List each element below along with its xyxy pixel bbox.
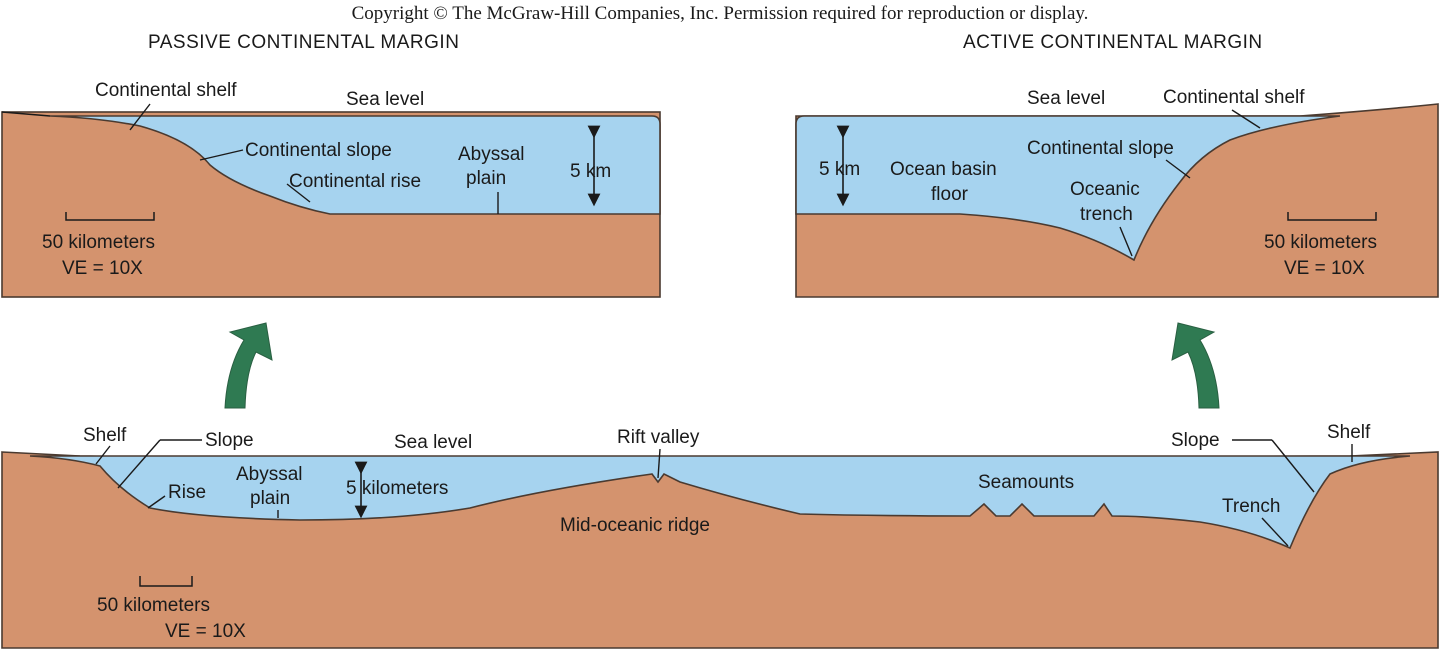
bottom-rift-valley-label: Rift valley (617, 427, 700, 448)
bottom-water (29, 455, 1411, 550)
passive-abyssal-label-1: Abyssal (458, 144, 525, 165)
bottom-scale-label: 50 kilometers (97, 595, 210, 616)
active-depth-label: 5 km (819, 159, 860, 180)
active-title: ACTIVE CONTINENTAL MARGIN (963, 32, 1263, 53)
arrow-up-right-icon (1171, 322, 1220, 409)
bottom-ridge-label: Mid-oceanic ridge (560, 515, 710, 536)
arrow-up-left-icon (224, 322, 273, 409)
passive-sea-level-label: Sea level (346, 89, 424, 110)
bottom-seamounts-label: Seamounts (978, 472, 1074, 493)
ocean-cross-section: Shelf Slope Rise Abyssal plain 5 kilomet… (1, 422, 1439, 649)
active-basin-label-1: Ocean basin (890, 159, 997, 180)
active-trench-label-2: trench (1080, 204, 1133, 225)
passive-title: PASSIVE CONTINENTAL MARGIN (148, 32, 459, 53)
bottom-scale-bar (139, 576, 193, 587)
bottom-shelf-right-label: Shelf (1327, 422, 1371, 443)
active-basin-label-2: floor (931, 184, 969, 205)
passive-continental-slope-label: Continental slope (245, 140, 392, 161)
active-sea-level-label: Sea level (1027, 88, 1105, 109)
active-continental-shelf-label: Continental shelf (1163, 87, 1305, 108)
passive-scale-bar (65, 212, 155, 221)
passive-scale-label: 50 kilometers (42, 232, 155, 253)
active-scale-bar (1287, 212, 1377, 221)
active-margin-panel: ACTIVE CONTINENTAL MARGIN Sea level Cont… (795, 32, 1439, 298)
passive-abyssal-label-2: plain (466, 168, 506, 189)
bottom-depth-label: 5 kilometers (346, 478, 448, 499)
bottom-abyssal-label-2: plain (250, 488, 290, 509)
passive-continental-rise-label: Continental rise (289, 171, 421, 192)
bottom-trench-label: Trench (1222, 496, 1280, 517)
passive-margin-panel: PASSIVE CONTINENTAL MARGIN Continental s… (1, 32, 661, 298)
passive-continental-shelf-label: Continental shelf (95, 80, 237, 101)
passive-depth-label: 5 km (570, 161, 611, 182)
bottom-ve-label: VE = 10X (165, 621, 246, 642)
bottom-rise-label: Rise (168, 482, 206, 503)
active-ve-label: VE = 10X (1284, 258, 1365, 279)
bottom-abyssal-label-1: Abyssal (236, 464, 303, 485)
copyright-text: Copyright © The McGraw-Hill Companies, I… (352, 3, 1089, 24)
active-continental-slope-label: Continental slope (1027, 138, 1174, 159)
active-scale-label: 50 kilometers (1264, 232, 1377, 253)
bottom-slope-right-label: Slope (1171, 430, 1220, 451)
passive-ve-label: VE = 10X (62, 258, 143, 279)
bottom-sea-level-label: Sea level (394, 432, 472, 453)
bottom-shelf-left-label: Shelf (83, 425, 127, 446)
active-trench-label-1: Oceanic (1070, 179, 1140, 200)
bottom-slope-left-label: Slope (205, 430, 254, 451)
passive-water (49, 115, 661, 215)
active-water (795, 115, 1341, 262)
